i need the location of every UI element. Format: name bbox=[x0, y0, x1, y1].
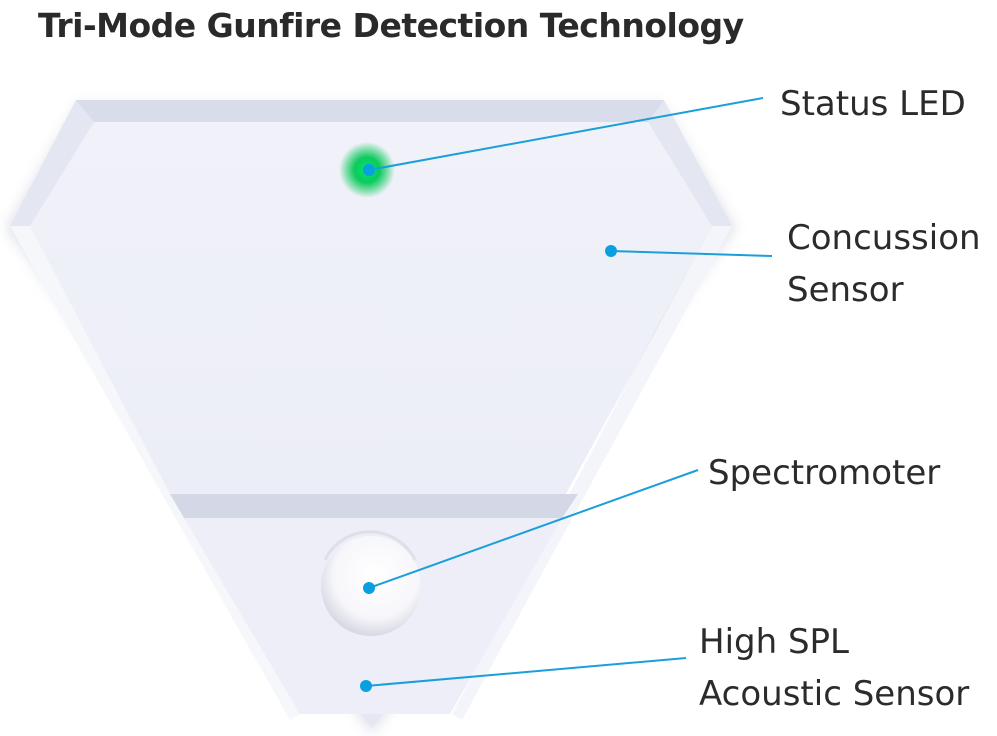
marker-dots bbox=[360, 164, 617, 692]
callout-spectromoter: Spectromoter bbox=[708, 447, 940, 499]
marker-dot-concussion-sensor bbox=[605, 245, 617, 257]
leader-lines bbox=[365, 97, 773, 687]
device-top-bevel bbox=[76, 100, 664, 122]
callout-acoustic-sensor-line-2: Acoustic Sensor bbox=[699, 674, 970, 714]
leader-line-status-led bbox=[368, 97, 764, 171]
spectrometer-aperture-shade bbox=[323, 530, 417, 561]
callout-acoustic-sensor: High SPL Acoustic Sensor bbox=[699, 616, 969, 720]
callout-status-led-line-1: Status LED bbox=[780, 84, 966, 124]
leader-line-spectromoter bbox=[368, 469, 699, 589]
callout-acoustic-sensor-line-1: High SPL bbox=[699, 622, 849, 662]
diagram-title: Tri-Mode Gunfire Detection Technology bbox=[38, 6, 744, 45]
leader-line-acoustic-sensor bbox=[365, 657, 687, 687]
callout-concussion-sensor-line-1: Concussion bbox=[787, 218, 981, 258]
callout-concussion-sensor: Concussion Sensor bbox=[787, 212, 981, 316]
marker-dot-spectromoter bbox=[363, 582, 375, 594]
device-separator bbox=[170, 494, 578, 518]
device-left-bevel bbox=[10, 226, 300, 720]
device-right-bevel bbox=[452, 226, 732, 720]
leader-line-concussion-sensor bbox=[610, 250, 773, 257]
callout-concussion-sensor-line-2: Sensor bbox=[787, 270, 904, 310]
marker-dot-status-led bbox=[363, 164, 375, 176]
callout-spectromoter-line-1: Spectromoter bbox=[708, 453, 941, 493]
device-face bbox=[30, 122, 712, 494]
callout-status-led: Status LED bbox=[780, 78, 966, 130]
marker-dot-acoustic-sensor bbox=[360, 680, 372, 692]
